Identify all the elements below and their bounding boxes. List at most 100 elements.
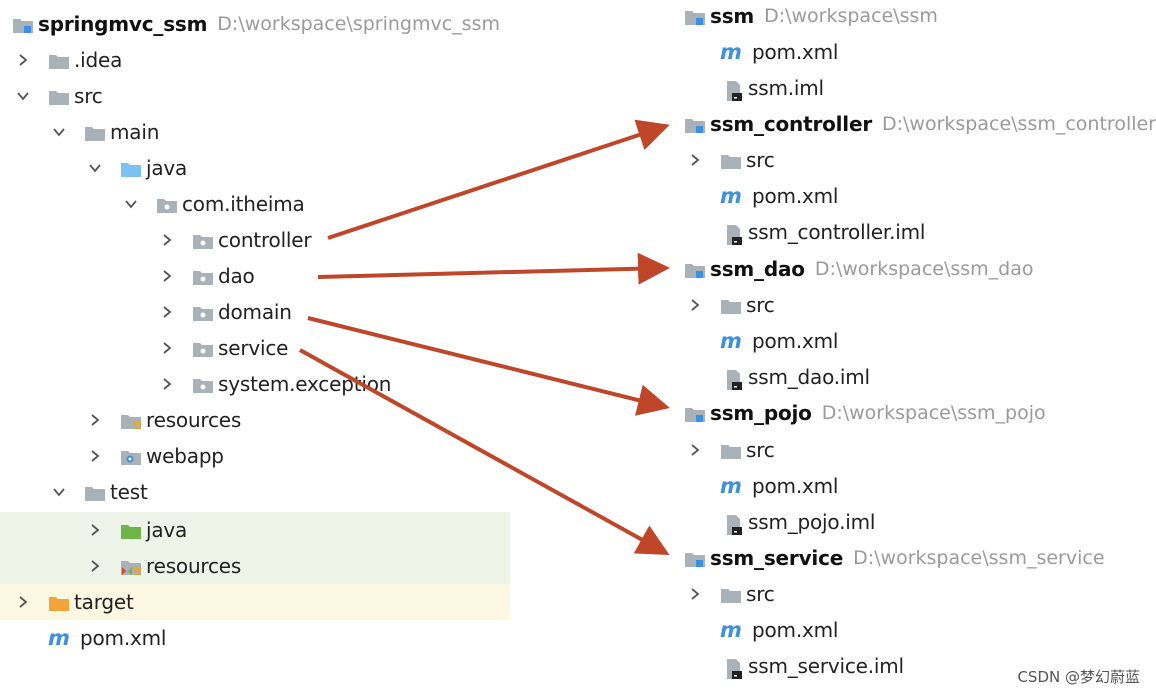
file-label: ssm_dao.iml	[748, 365, 870, 389]
folder-label: webapp	[146, 444, 224, 468]
maven-icon: m	[720, 474, 742, 498]
chevron-down-icon[interactable]	[84, 162, 106, 174]
tree-row-src[interactable]: src	[684, 287, 775, 323]
chevron-right-icon[interactable]	[156, 258, 178, 294]
root-project-path: D:\workspace\springmvc_ssm	[217, 13, 500, 35]
folder-label: main	[110, 120, 160, 144]
folder-label: src	[746, 582, 775, 606]
chevron-right-icon[interactable]	[84, 402, 106, 438]
tree-row-src[interactable]: src	[684, 432, 775, 468]
tree-row-src[interactable]: src	[684, 576, 775, 612]
chevron-right-icon[interactable]	[12, 42, 34, 78]
tree-row-root[interactable]: springmvc_ssm D:\workspace\springmvc_ssm	[12, 6, 500, 42]
tree-row-test[interactable]: test	[48, 474, 148, 510]
chevron-right-icon[interactable]	[684, 432, 706, 468]
folder-icon	[720, 297, 741, 314]
module-row-ssm-controller[interactable]: ssm_controller D:\workspace\ssm_controll…	[684, 106, 1156, 142]
folder-icon	[48, 88, 69, 105]
chevron-right-icon[interactable]	[84, 438, 106, 474]
tree-row-controller[interactable]: controller	[156, 222, 312, 258]
module-icon	[684, 550, 705, 567]
module-name: ssm	[710, 4, 755, 28]
tree-row-package[interactable]: com.itheima	[120, 186, 305, 222]
tree-row-src[interactable]: src	[684, 142, 775, 178]
target-row-highlight	[0, 584, 510, 620]
tree-row-dao[interactable]: dao	[156, 258, 255, 294]
file-label: ssm_service.iml	[748, 654, 904, 678]
file-label: ssm.iml	[748, 76, 824, 100]
tree-row-pom[interactable]: m pom.xml	[720, 323, 838, 359]
excluded-folder-icon	[48, 594, 69, 611]
maven-icon: m	[720, 618, 742, 642]
module-path: D:\workspace\ssm_pojo	[821, 402, 1046, 424]
source-folder-icon	[120, 160, 141, 177]
module-row-ssm-service[interactable]: ssm_service D:\workspace\ssm_service	[684, 540, 1105, 576]
chevron-down-icon[interactable]	[120, 198, 142, 210]
chevron-right-icon[interactable]	[684, 287, 706, 323]
folder-icon	[720, 152, 741, 169]
module-icon	[684, 116, 705, 133]
chevron-right-icon[interactable]	[684, 576, 706, 612]
tree-row-iml[interactable]: ssm_dao.iml	[722, 359, 870, 395]
module-row-ssm-pojo[interactable]: ssm_pojo D:\workspace\ssm_pojo	[684, 395, 1046, 431]
tree-row-webapp[interactable]: webapp	[84, 438, 224, 474]
tree-row-pom[interactable]: m pom.xml	[48, 620, 166, 656]
web-folder-icon	[120, 448, 141, 465]
module-row-ssm-dao[interactable]: ssm_dao D:\workspace\ssm_dao	[684, 251, 1034, 287]
file-label: ssm_pojo.iml	[748, 510, 876, 534]
tree-row-iml[interactable]: ssm_service.iml	[722, 648, 904, 684]
iml-file-icon	[722, 224, 742, 245]
module-icon	[684, 8, 705, 25]
file-label: ssm_controller.iml	[748, 220, 926, 244]
package-label: domain	[218, 300, 292, 324]
chevron-down-icon[interactable]	[48, 486, 70, 498]
tree-row-pom[interactable]: m pom.xml	[720, 178, 838, 214]
folder-label: src	[74, 84, 103, 108]
tree-row-system-exception[interactable]: system.exception	[156, 366, 391, 402]
tree-row-service[interactable]: service	[156, 330, 288, 366]
folder-icon	[720, 442, 741, 459]
folder-label: resources	[146, 554, 242, 578]
tree-row-pom[interactable]: m pom.xml	[720, 612, 838, 648]
chevron-right-icon[interactable]	[156, 294, 178, 330]
folder-label: src	[746, 293, 775, 317]
module-path: D:\workspace\ssm_service	[853, 547, 1105, 569]
iml-file-icon	[722, 369, 742, 390]
folder-label: java	[146, 518, 188, 542]
chevron-right-icon[interactable]	[156, 222, 178, 258]
tree-row-test-resources[interactable]: resources	[84, 548, 241, 584]
package-label: service	[218, 336, 289, 360]
module-row-ssm[interactable]: ssm D:\workspace\ssm	[684, 0, 938, 34]
tree-row-target[interactable]: target	[12, 584, 134, 620]
tree-row-idea[interactable]: .idea	[12, 42, 122, 78]
package-icon	[192, 304, 213, 321]
chevron-down-icon[interactable]	[12, 90, 34, 102]
tree-row-resources[interactable]: resources	[84, 402, 241, 438]
watermark: CSDN @梦幻蔚蓝	[1017, 668, 1140, 686]
chevron-right-icon[interactable]	[84, 548, 106, 584]
tree-row-domain[interactable]: domain	[156, 294, 292, 330]
iml-file-icon	[722, 80, 742, 101]
folder-label: src	[746, 148, 775, 172]
tree-row-java[interactable]: java	[84, 150, 187, 186]
module-path: D:\workspace\ssm_dao	[814, 258, 1034, 280]
chevron-right-icon[interactable]	[684, 142, 706, 178]
chevron-down-icon[interactable]	[48, 126, 70, 138]
iml-file-icon	[722, 514, 742, 535]
chevron-right-icon[interactable]	[12, 584, 34, 620]
tree-row-src[interactable]: src	[12, 78, 103, 114]
chevron-right-icon[interactable]	[84, 512, 106, 548]
tree-row-test-java[interactable]: java	[84, 512, 187, 548]
folder-label: .idea	[74, 48, 123, 72]
tree-row-main[interactable]: main	[48, 114, 159, 150]
chevron-right-icon[interactable]	[156, 366, 178, 402]
tree-row-iml[interactable]: ssm.iml	[722, 70, 824, 106]
tree-row-pom[interactable]: m pom.xml	[720, 468, 838, 504]
tree-row-pom[interactable]: m pom.xml	[720, 34, 838, 70]
chevron-right-icon[interactable]	[156, 330, 178, 366]
tree-row-iml[interactable]: ssm_pojo.iml	[722, 504, 875, 540]
module-icon	[12, 16, 33, 33]
module-name: ssm_dao	[710, 257, 805, 281]
tree-row-iml[interactable]: ssm_controller.iml	[722, 214, 925, 250]
module-name: ssm_pojo	[710, 401, 812, 425]
